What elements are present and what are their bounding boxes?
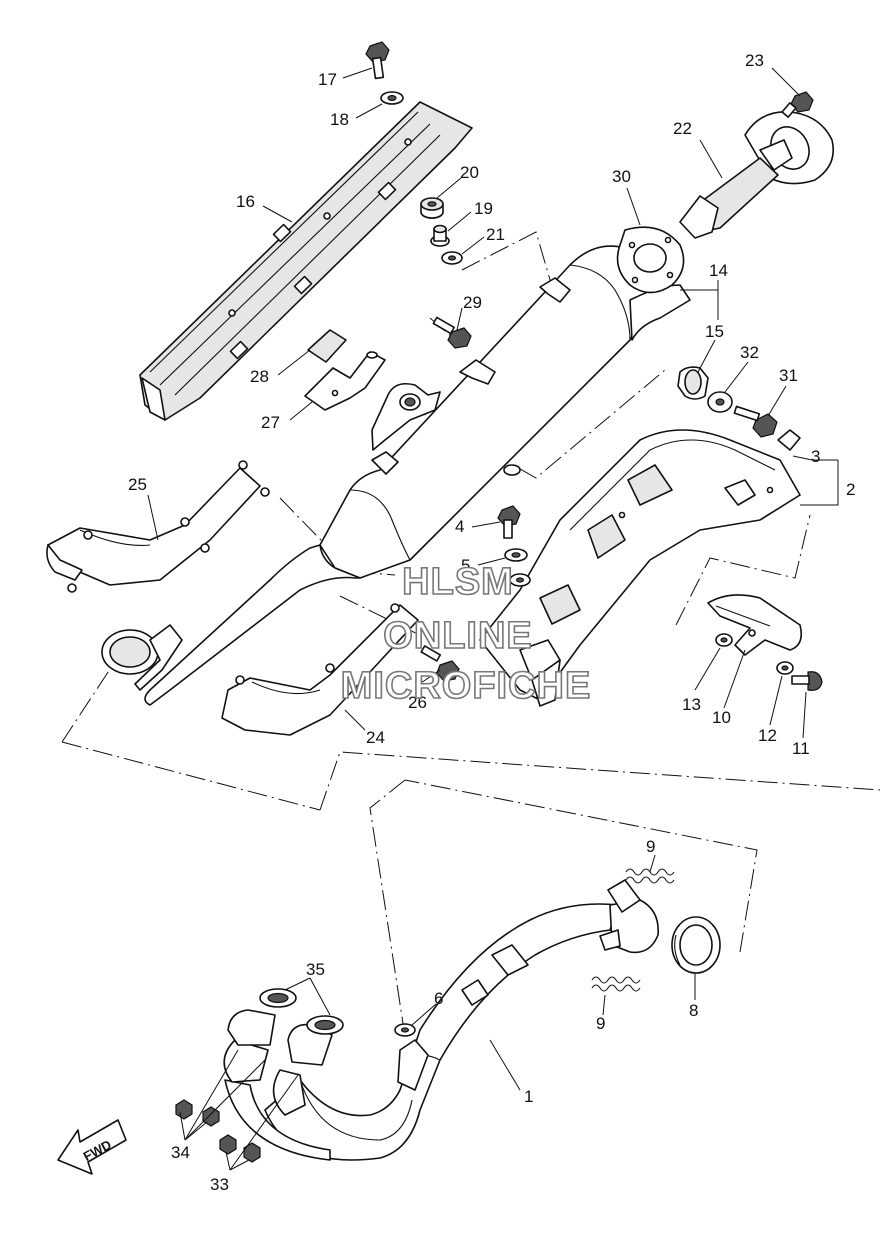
callout-8: 8 [689, 1001, 698, 1020]
callout-29: 29 [463, 293, 482, 312]
callout-12: 12 [758, 726, 777, 745]
washer-5 [504, 548, 531, 587]
washer-18 [380, 91, 404, 105]
callout-34: 34 [171, 1143, 190, 1162]
callout-15: 15 [705, 322, 724, 341]
bolt-29 [432, 316, 472, 349]
watermark: HLSM ONLINE MICROFICHE [340, 560, 592, 708]
callout-2: 2 [846, 480, 855, 499]
bracket-28 [307, 329, 347, 363]
callout-18: 18 [330, 110, 349, 129]
watermark-line-1: HLSM [402, 561, 514, 603]
callout-6: 6 [434, 989, 443, 1008]
callout-26: 26 [408, 693, 427, 712]
fwd-direction-arrow: FWD [57, 1119, 127, 1175]
callout-35: 35 [306, 960, 325, 979]
bolt-4 [497, 505, 521, 539]
callout-31: 31 [779, 366, 798, 385]
washer-21 [441, 251, 463, 265]
callout-30: 30 [612, 167, 631, 186]
washer-32 [707, 391, 733, 413]
exhaust-pipe-1 [223, 879, 659, 1161]
tail-pipe-22 [679, 111, 834, 239]
callout-3: 3 [811, 447, 820, 466]
callout-9-lower: 9 [596, 1014, 605, 1033]
gasket-30 [616, 226, 685, 294]
washer-6 [394, 1023, 416, 1037]
spring-9-lower [591, 976, 641, 992]
clamp-24 [221, 603, 419, 736]
ring-joint [101, 624, 183, 691]
callout-14: 14 [709, 261, 728, 280]
callout-4: 4 [455, 517, 464, 536]
callout-25: 25 [128, 475, 147, 494]
callout-1: 1 [524, 1087, 533, 1106]
callout-22: 22 [673, 119, 692, 138]
bolt-17 [365, 41, 390, 80]
bracket-3 [777, 429, 801, 451]
gasket-8 [671, 916, 721, 974]
bolt-23 [781, 91, 814, 118]
heat-shield-16 [139, 101, 473, 421]
shield-10 [707, 594, 803, 656]
callout-20: 20 [460, 163, 479, 182]
callout-9-upper: 9 [646, 837, 655, 856]
damper-15 [677, 366, 709, 400]
callout-16: 16 [236, 192, 255, 211]
callout-33: 33 [210, 1175, 229, 1194]
bracket-27 [304, 351, 386, 411]
muffler-14 [144, 245, 691, 706]
bolt-31 [733, 405, 778, 438]
callout-23: 23 [745, 51, 764, 70]
callout-27: 27 [261, 413, 280, 432]
callout-13: 13 [682, 695, 701, 714]
callout-labels: 17 18 16 20 19 21 29 23 22 30 14 15 32 3… [128, 51, 855, 1194]
callout-5: 5 [461, 556, 470, 575]
protector-2 [479, 429, 801, 707]
watermark-line-3: MICROFICHE [341, 665, 592, 707]
collar-19 [430, 224, 450, 247]
callout-11: 11 [792, 739, 810, 758]
washer-12 [776, 661, 794, 675]
callout-28: 28 [250, 367, 269, 386]
callout-21: 21 [486, 225, 505, 244]
watermark-line-2: ONLINE [383, 615, 533, 657]
clamp-25 [46, 460, 270, 593]
nuts-33 [219, 1134, 261, 1163]
leader-lines [147, 67, 839, 1171]
callout-17: 17 [318, 70, 337, 89]
callout-32: 32 [740, 343, 759, 362]
callout-10: 10 [712, 708, 731, 727]
callout-24: 24 [366, 728, 385, 747]
gaskets-35 [259, 988, 344, 1035]
callout-19: 19 [474, 199, 493, 218]
grommet-20 [420, 197, 444, 219]
bolt-26 [420, 645, 460, 682]
washer-13 [715, 633, 733, 647]
bolt-11 [791, 671, 823, 691]
